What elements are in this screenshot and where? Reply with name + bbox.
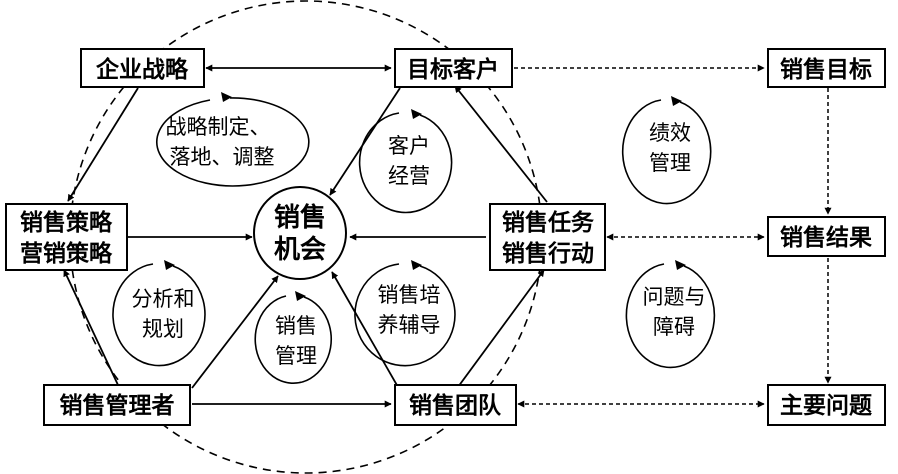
box-sales-task bbox=[489, 203, 606, 271]
arrow-strategy-to-salesstrategy bbox=[67, 87, 139, 202]
arrow-manager-to-center bbox=[191, 275, 279, 389]
label-sales-result: 销售结果 bbox=[780, 224, 872, 251]
cycle-coaching-head bbox=[411, 260, 422, 270]
label-sales-task-line2: 销售行动 bbox=[502, 240, 594, 267]
cycle-analysis-line1: 分析和 bbox=[132, 287, 195, 311]
center-label-line2: 机会 bbox=[274, 235, 326, 265]
box-sales-manager bbox=[43, 384, 191, 426]
cycle-management-line1: 销售 bbox=[275, 314, 317, 338]
cycle-strategy-arrow bbox=[156, 97, 310, 187]
box-sales-strategy bbox=[5, 203, 128, 271]
cycle-problems-arrow bbox=[625, 263, 716, 369]
cycle-problems-line1: 问题与 bbox=[643, 285, 706, 309]
arrow-target-to-center bbox=[329, 87, 401, 196]
cycle-performance-arrow bbox=[621, 99, 712, 205]
box-enterprise-strategy bbox=[80, 48, 205, 88]
arrow-team-to-task bbox=[457, 269, 545, 388]
arrow-manager-to-salesstrategy bbox=[63, 269, 119, 386]
cycle-strategy-line2: 落地、调整 bbox=[170, 145, 275, 169]
label-sales-strategy-line2: 营销策略 bbox=[20, 240, 113, 267]
cycle-customer-line1: 客户 bbox=[388, 134, 430, 158]
label-sales-task-line1: 销售任务 bbox=[502, 209, 595, 236]
box-main-problem bbox=[767, 384, 886, 426]
center-label-line1: 销售 bbox=[274, 202, 326, 233]
cycle-performance-line1: 绩效 bbox=[649, 121, 691, 145]
cycle-coaching-line1: 销售培 bbox=[378, 283, 441, 307]
cycle-circles bbox=[112, 97, 716, 384]
cycle-coaching-line2: 养辅导 bbox=[378, 313, 441, 337]
arrow-task-to-target bbox=[454, 85, 548, 203]
label-main-problem: 主要问题 bbox=[780, 393, 872, 419]
cycle-analysis-arrow bbox=[112, 263, 206, 367]
cycle-analysis-line2: 规划 bbox=[142, 317, 184, 341]
arrow-team-to-center bbox=[331, 271, 399, 388]
cycle-customer-line2: 经营 bbox=[388, 164, 430, 188]
dashed-connectors bbox=[514, 64, 832, 408]
label-sales-manager: 销售管理者 bbox=[60, 392, 175, 419]
cycle-problems-line2: 障碍 bbox=[653, 315, 695, 339]
center-circle bbox=[253, 186, 347, 280]
label-sales-goal: 销售目标 bbox=[780, 56, 872, 83]
cycle-management-head bbox=[295, 291, 306, 301]
cycle-coaching-arrow bbox=[354, 263, 456, 367]
cycle-analysis-head bbox=[164, 260, 175, 270]
box-target-customer bbox=[394, 48, 513, 88]
label-target-customer: 目标客户 bbox=[407, 56, 499, 83]
box-sales-result bbox=[767, 216, 886, 257]
cycle-management-line2: 管理 bbox=[275, 344, 317, 368]
label-sales-strategy-line1: 销售策略 bbox=[20, 209, 113, 236]
cycle-strategy-head bbox=[221, 92, 232, 102]
cycle-strategy-line1: 战略制定、 bbox=[166, 115, 271, 139]
cycle-performance-head bbox=[671, 96, 682, 106]
cycle-management-arrow bbox=[254, 295, 332, 384]
cycle-customer-arrow bbox=[358, 112, 453, 214]
cycle-arrowheads bbox=[164, 92, 686, 301]
box-sales-goal bbox=[767, 48, 886, 88]
cycle-performance-line2: 管理 bbox=[649, 151, 691, 175]
cycle-problems-head bbox=[675, 260, 686, 270]
cycle-customer-head bbox=[411, 109, 422, 119]
box-sales-team bbox=[394, 384, 517, 426]
label-sales-team: 销售团队 bbox=[409, 392, 502, 419]
solid-connectors bbox=[63, 64, 548, 408]
label-enterprise-strategy: 企业战略 bbox=[95, 56, 189, 83]
